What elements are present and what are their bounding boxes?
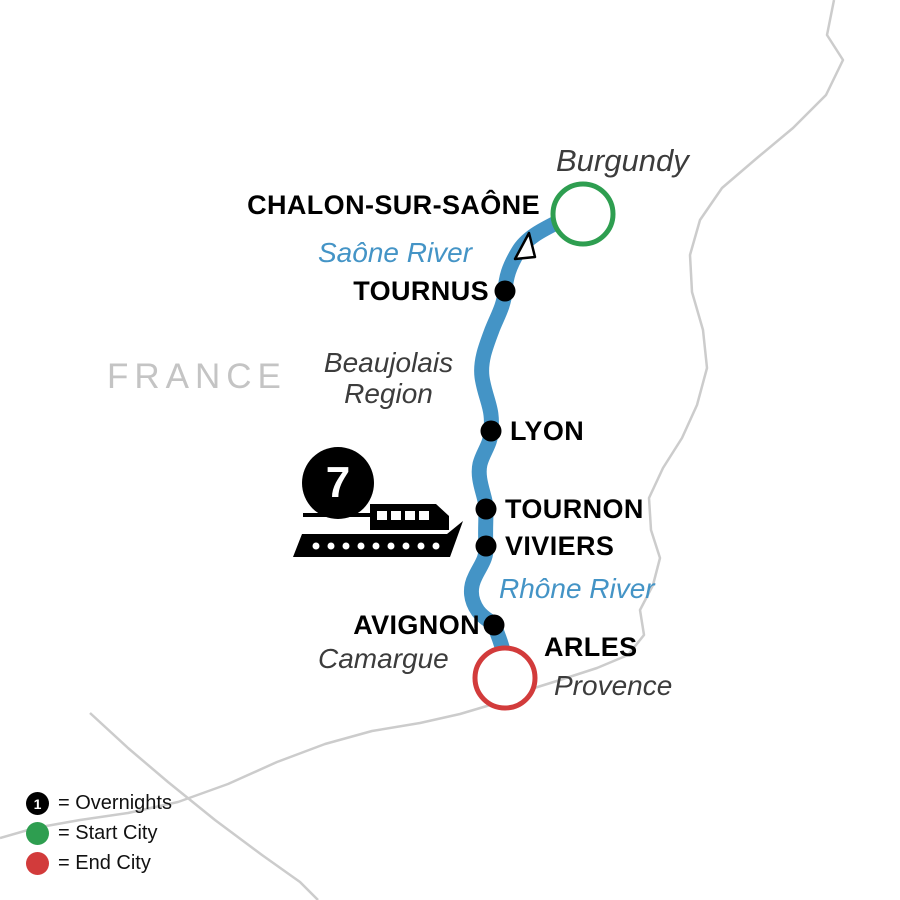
end-city-ring [472,645,538,711]
region-label-burgundy: Burgundy [556,143,689,178]
beaujolais-line2: Region [344,378,433,410]
region-label-france: FRANCE [107,357,287,396]
start-city-legend-icon [26,822,49,845]
city-label-chalon: CHALON-SUR-SAÔNE [247,190,540,220]
city-label-tournus: TOURNUS [353,276,489,306]
start-city-ring [550,181,616,247]
region-label-provence: Provence [554,670,673,701]
france-border-southwest [89,712,319,900]
legend: 1 = Overnights = Start City = End City [26,792,172,875]
nights-count-badge: 7 [302,447,374,519]
city-label-tournon: TOURNON [505,494,644,524]
legend-row-end-city: = End City [26,852,172,875]
city-label-arles: ARLES [544,632,638,662]
river-label-rhone: Rhône River [499,573,655,604]
city-label-lyon: LYON [510,416,585,446]
overnight-dot-tournon [475,498,497,520]
end-city-legend-icon [26,852,49,875]
region-label-beaujolais: Beaujolais Region [306,347,471,410]
end-city-legend-label: = End City [58,852,151,874]
overnight-dot-avignon [483,614,505,636]
legend-row-overnights: 1 = Overnights [26,792,172,815]
overnight-dot-viviers [475,535,497,557]
river-path [463,214,566,667]
region-label-camargue: Camargue [318,643,449,674]
france-border-east-coast [0,0,845,840]
flow-arrow-icon [513,231,537,261]
overnight-dot-lyon [480,420,502,442]
city-label-avignon: AVIGNON [353,610,480,640]
start-city-legend-label: = Start City [58,822,158,844]
overnights-legend-label: = Overnights [58,792,172,814]
beaujolais-line1: Beaujolais [323,347,454,378]
legend-row-start-city: = Start City [26,822,172,845]
overnight-dot-tournus [494,280,516,302]
river-label-saone: Saône River [318,237,473,268]
overnights-legend-icon: 1 [26,792,49,815]
city-label-viviers: VIVIERS [505,531,615,561]
